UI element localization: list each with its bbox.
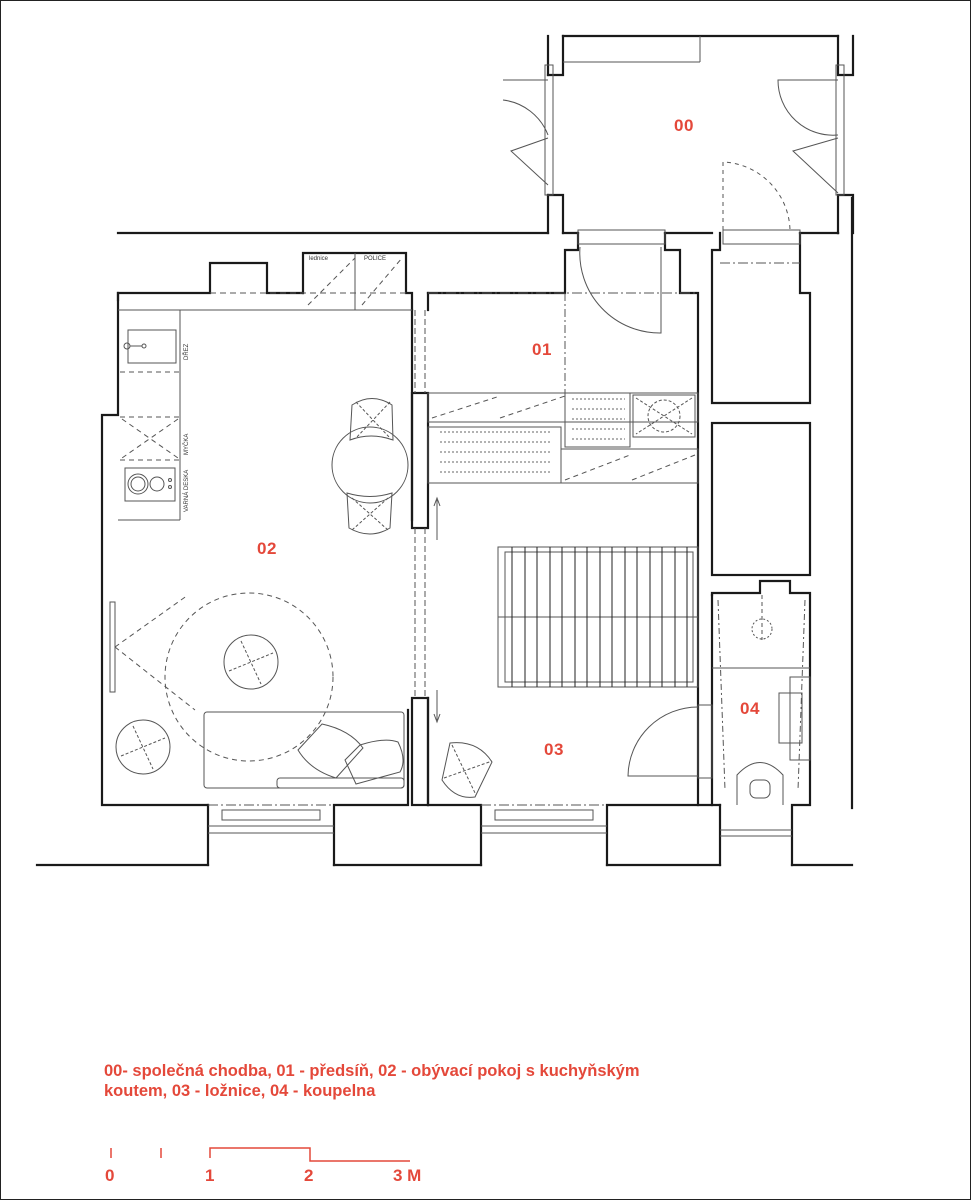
room-label-01: 01 — [532, 340, 552, 359]
room-legend: 00- společná chodba, 01 - předsíň, 02 - … — [104, 1061, 804, 1101]
room-label-04: 04 — [740, 699, 760, 718]
fridge-label: lednice — [309, 256, 329, 262]
scale-tick-0: 0 — [105, 1166, 115, 1185]
room-label-02: 02 — [257, 539, 277, 558]
shelf-label: POLICE — [364, 256, 387, 262]
room-label-03: 03 — [544, 740, 564, 759]
scale-tick-3: 3 M — [393, 1166, 422, 1185]
legend-line-2: koutem, 03 - ložnice, 04 - koupelna — [104, 1082, 376, 1100]
room-label-00: 00 — [674, 116, 694, 135]
scale-tick-2: 2 — [304, 1166, 314, 1185]
scale-bar — [110, 1147, 410, 1162]
hob-label: VARNÁ DESKA — [184, 469, 190, 512]
sink-label: DŘEZ — [184, 343, 190, 360]
dishwasher-label: MYČKA — [184, 433, 190, 455]
legend-line-1: 00- společná chodba, 01 - předsíň, 02 - … — [104, 1062, 640, 1080]
scale-tick-1: 1 — [205, 1166, 215, 1185]
